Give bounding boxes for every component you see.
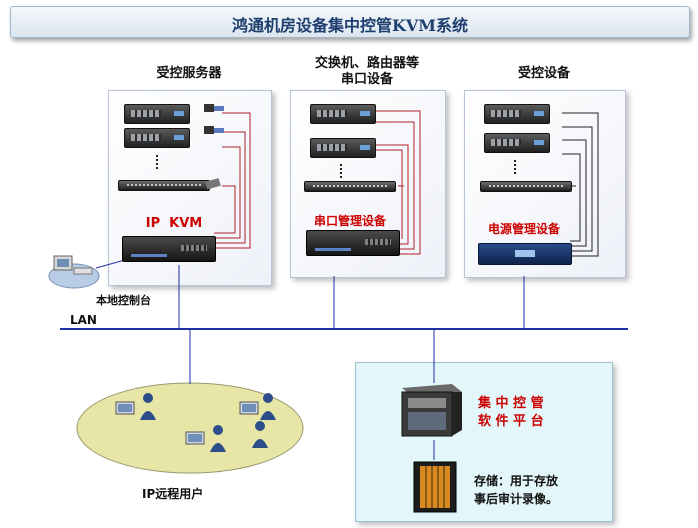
controlled-header: 受控设备 (517, 66, 570, 81)
storage-line1: 存储：用于存放 (474, 474, 559, 488)
switch-unit (304, 181, 396, 192)
switch-unit (118, 180, 210, 191)
server-unit (484, 133, 550, 153)
page-title: 鸿通机房设备集中控管KVM系统 (231, 16, 469, 35)
server-unit (124, 104, 190, 124)
server-unit (310, 138, 376, 158)
platform-line2: 软 件 平 台 (478, 414, 544, 429)
servers-header: 受控服务器 (156, 66, 222, 81)
ellipsis-dots (156, 155, 158, 169)
ip-kvm-device (122, 236, 216, 262)
user-person-icon (185, 425, 226, 452)
serial-manager-label: 串口管理设备 (313, 214, 386, 228)
storage-line2: 事后审计录像。 (474, 492, 559, 506)
switch-unit (480, 181, 572, 192)
remote-user-icons (115, 393, 276, 452)
server-cables (214, 112, 251, 249)
server-unit (124, 128, 190, 148)
ip-kvm-label: IP KVM (145, 216, 203, 231)
local-console-icon (48, 255, 100, 289)
platform-line1: 集 中 控 管 (478, 396, 544, 411)
switch-cables (376, 110, 421, 255)
switches-header-line2: 串口设备 (340, 72, 393, 87)
title-banner: 鸿通机房设备集中控管KVM系统 (10, 6, 690, 38)
user-person-icon (239, 393, 276, 420)
kvm-adapter-icon (204, 104, 224, 190)
remote-users-label: IP远程用户 (142, 487, 204, 501)
lan-label: LAN (70, 313, 97, 327)
user-person-icon (115, 393, 156, 420)
central-server-icon (401, 384, 462, 437)
controlled-cables (562, 112, 599, 257)
ellipsis-dots (340, 164, 342, 178)
central-panel (355, 362, 613, 522)
power-manager-label: 电源管理设备 (487, 222, 560, 236)
server-unit (310, 104, 376, 124)
switches-header-line1: 交换机、路由器等 (314, 56, 419, 71)
power-manager-device (478, 243, 572, 265)
server-unit (484, 104, 550, 124)
user-person-icon (252, 421, 268, 448)
ellipsis-dots (514, 160, 516, 174)
serial-manager-device (306, 230, 400, 256)
local-console-label: 本地控制台 (96, 294, 151, 307)
storage-cabinet-icon (413, 461, 457, 513)
